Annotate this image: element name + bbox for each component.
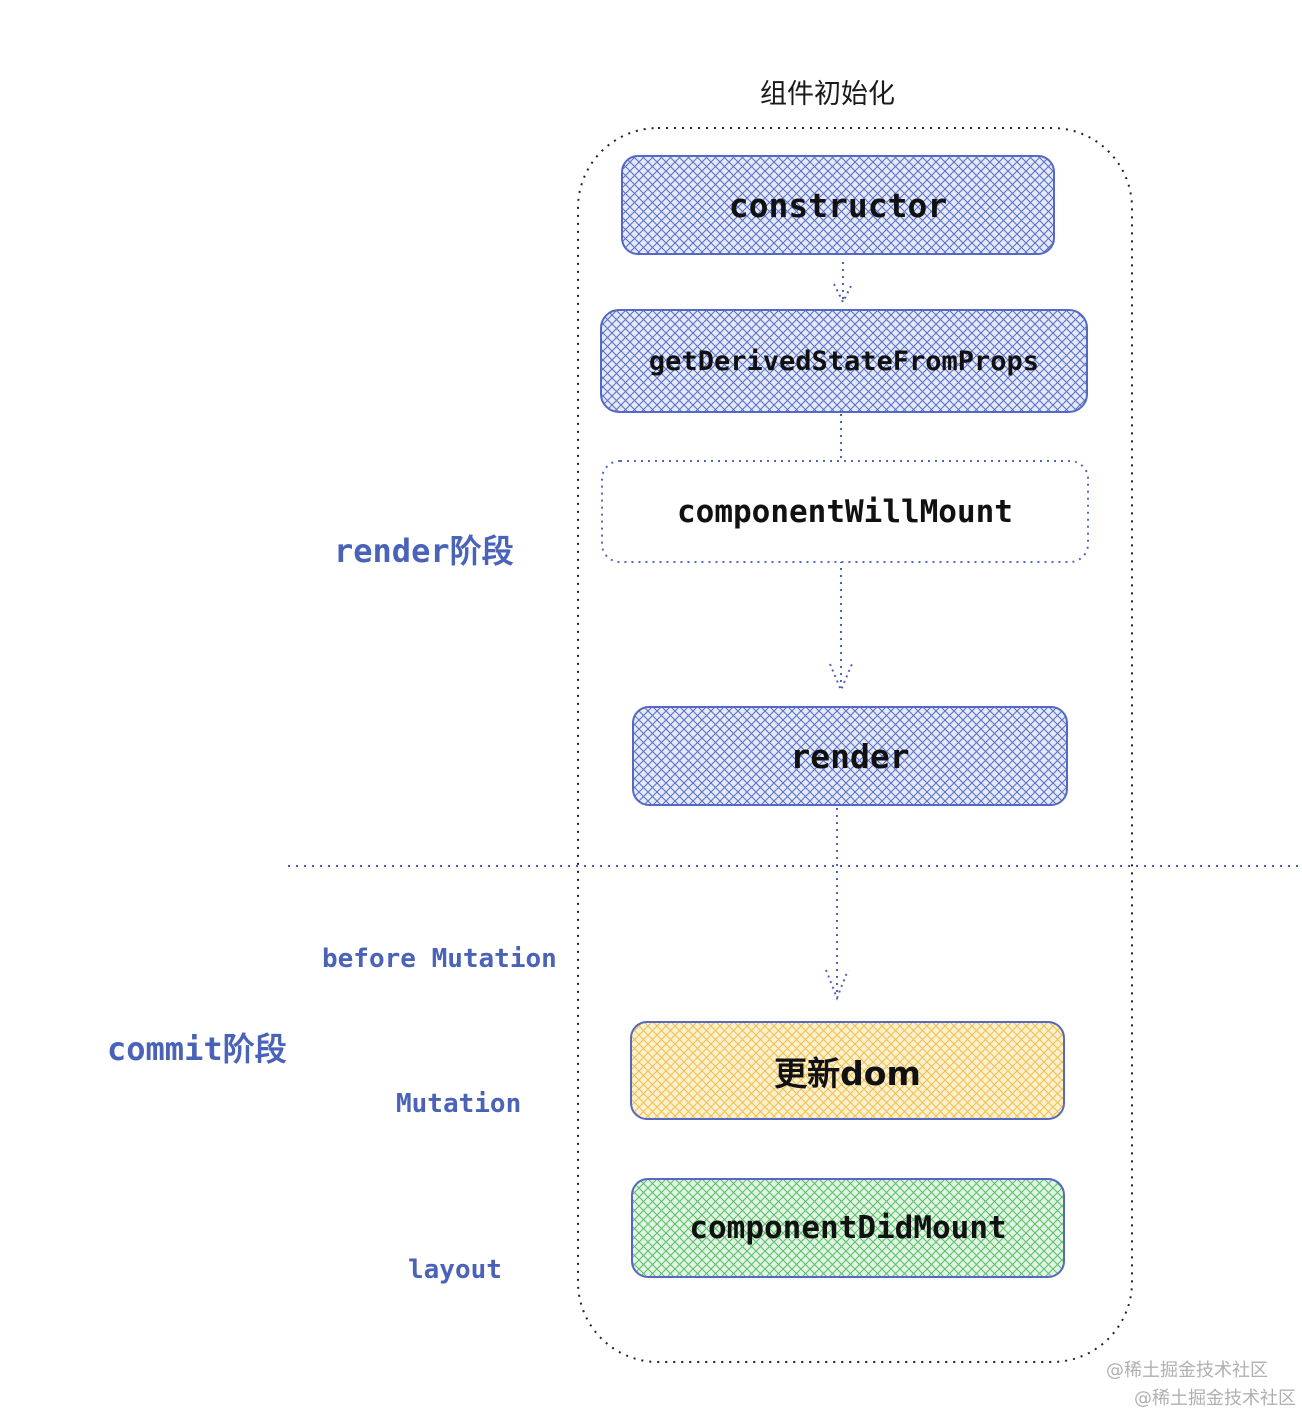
- commit-phase-label: commit阶段: [107, 1030, 287, 1068]
- render-box: [632, 706, 1068, 806]
- render-label: render: [790, 736, 910, 776]
- mutation-label: Mutation: [396, 1089, 522, 1119]
- layout-label: layout: [408, 1255, 502, 1285]
- watermark-line-2: @稀土掘金技术社区: [1134, 1388, 1296, 1409]
- watermark-line-1: @稀土掘金技术社区: [1106, 1360, 1268, 1381]
- gdsfp-box: [600, 309, 1088, 413]
- component-init-container: [577, 127, 1133, 1363]
- diagram-title: 组件初始化: [760, 79, 895, 110]
- cdm-label: componentDidMount: [689, 1210, 1007, 1246]
- update-dom-box: [630, 1021, 1065, 1120]
- constructor-label: constructor: [728, 185, 948, 225]
- cdm-box: [631, 1178, 1065, 1278]
- cwm-label: componentWillMount: [677, 493, 1013, 530]
- before-mutation-label: before Mutation: [322, 944, 557, 974]
- cwm-box: [601, 460, 1089, 563]
- render-phase-label: render阶段: [334, 532, 514, 570]
- arrowhead-gdsfp: [833, 283, 853, 305]
- update-dom-label: 更新dom: [774, 1053, 921, 1093]
- arrowhead-update-dom: [825, 969, 849, 1001]
- gdsfp-label: getDerivedStateFromProps: [648, 345, 1040, 377]
- constructor-box: [621, 155, 1055, 255]
